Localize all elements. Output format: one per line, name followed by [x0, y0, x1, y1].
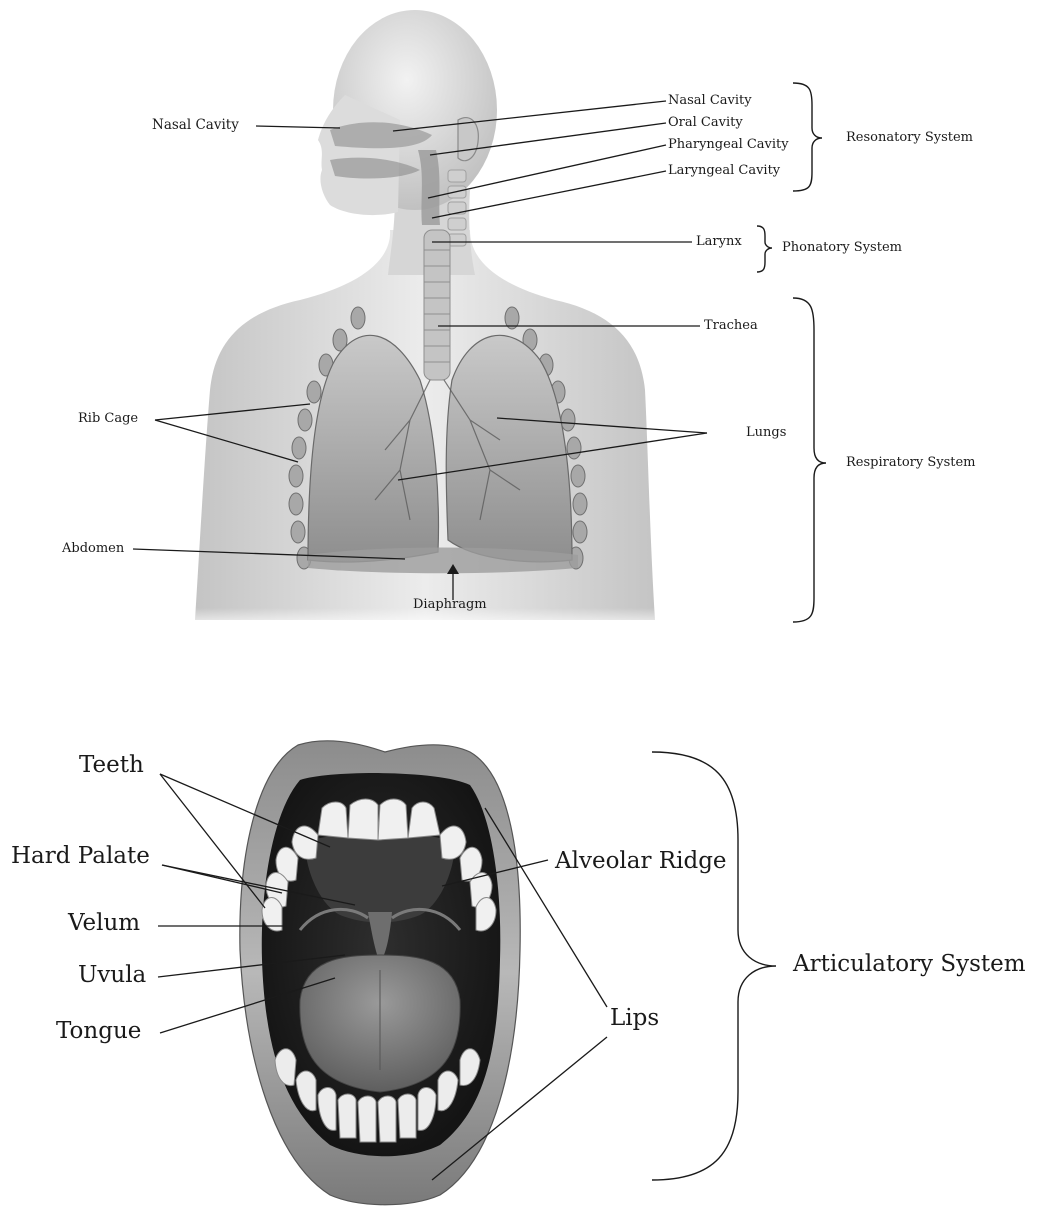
- trachea-rings: [424, 230, 450, 380]
- label-pharyngeal-cavity: Pharyngeal Cavity: [668, 137, 789, 152]
- torso-illustration: [180, 10, 680, 630]
- label-phonatory-system: Phonatory System: [782, 240, 902, 255]
- label-nasal-cavity-right: Nasal Cavity: [668, 93, 752, 108]
- spine: [448, 170, 466, 246]
- label-abdomen: Abdomen: [62, 541, 124, 556]
- label-diaphragm: Diaphragm: [413, 597, 487, 612]
- label-respiratory-system: Respiratory System: [846, 455, 976, 470]
- mouth-illustration: [240, 741, 520, 1205]
- label-rib-cage: Rib Cage: [78, 411, 138, 426]
- label-alveolar-ridge: Alveolar Ridge: [555, 848, 727, 874]
- label-articulatory-system: Articulatory System: [793, 951, 1026, 977]
- label-resonatory-system: Resonatory System: [846, 130, 973, 145]
- respiratory-brace: [793, 298, 826, 622]
- label-uvula: Uvula: [78, 962, 146, 988]
- label-hard-palate: Hard Palate: [11, 843, 150, 869]
- label-lips: Lips: [610, 1005, 659, 1031]
- label-trachea: Trachea: [704, 318, 758, 333]
- label-larynx: Larynx: [696, 234, 742, 249]
- label-laryngeal-cavity: Laryngeal Cavity: [668, 163, 780, 178]
- label-teeth: Teeth: [79, 752, 144, 778]
- label-nasal-cavity-left: Nasal Cavity: [152, 117, 239, 133]
- label-lungs: Lungs: [746, 425, 786, 440]
- label-velum: Velum: [68, 910, 140, 936]
- label-oral-cavity: Oral Cavity: [668, 115, 743, 130]
- resonatory-brace: [793, 83, 822, 191]
- articulatory-brace: [652, 752, 776, 1180]
- label-tongue: Tongue: [56, 1018, 141, 1044]
- phonatory-brace: [757, 226, 772, 272]
